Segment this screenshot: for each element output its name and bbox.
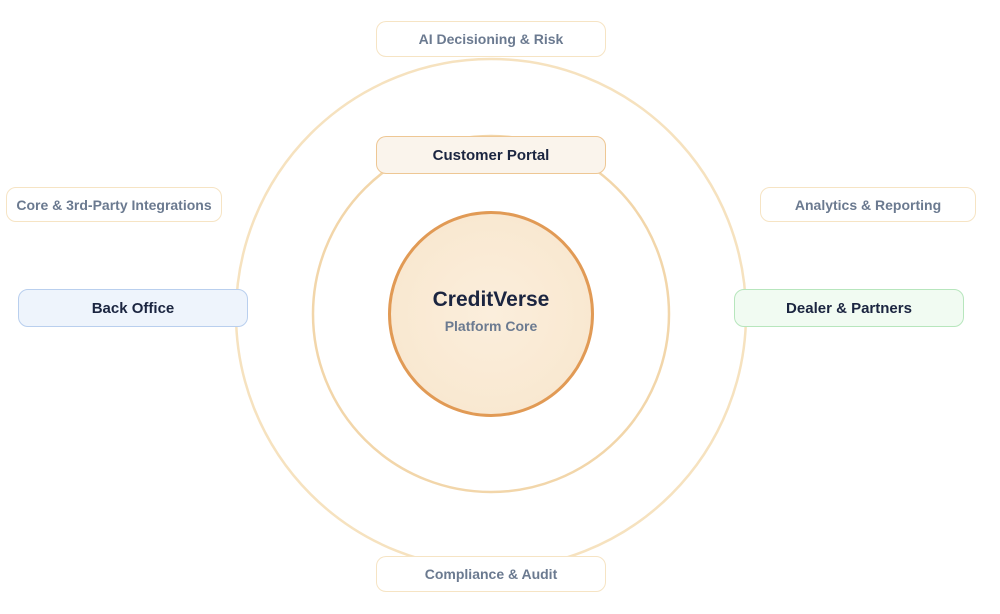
node-analytics-reporting-label: Analytics & Reporting <box>794 196 942 213</box>
node-customer-portal-label: Customer Portal <box>432 146 550 164</box>
node-customer-portal[interactable]: Customer Portal <box>376 136 606 174</box>
node-core-3rd-party-integrations-label: Core & 3rd-Party Integrations <box>16 196 212 213</box>
node-back-office-label: Back Office <box>91 299 175 317</box>
core-subtitle: Platform Core <box>444 318 538 334</box>
node-compliance-audit[interactable]: Compliance & Audit <box>376 556 606 592</box>
node-ai-decisioning-risk[interactable]: AI Decisioning & Risk <box>376 21 606 57</box>
node-dealer-partners[interactable]: Dealer & Partners <box>734 289 964 327</box>
node-compliance-audit-label: Compliance & Audit <box>424 566 558 582</box>
node-dealer-partners-label: Dealer & Partners <box>786 299 912 317</box>
node-ai-decisioning-risk-label: AI Decisioning & Risk <box>418 31 564 47</box>
node-core-3rd-party-integrations[interactable]: Core & 3rd-Party Integrations <box>6 187 222 222</box>
node-back-office[interactable]: Back Office <box>18 289 248 327</box>
node-analytics-reporting[interactable]: Analytics & Reporting <box>760 187 976 222</box>
core-title: CreditVerse <box>432 288 550 311</box>
platform-core-circle[interactable]: CreditVerse Platform Core <box>388 211 594 417</box>
